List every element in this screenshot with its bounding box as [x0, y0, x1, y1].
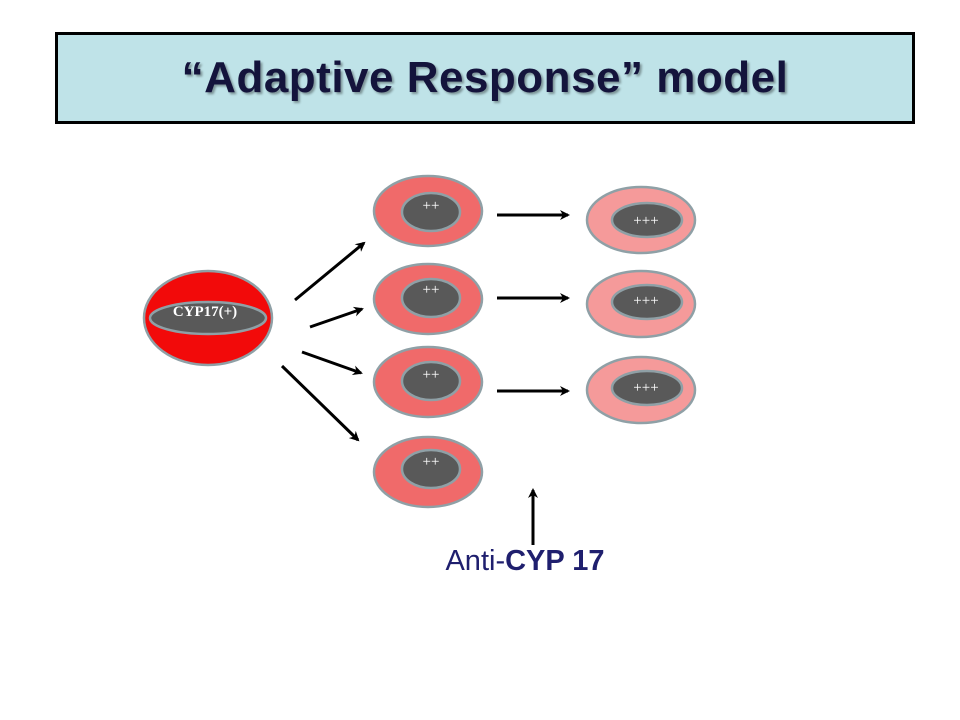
daughter-cell-1: ++	[372, 174, 484, 248]
daughter-cell-label: ++	[423, 198, 440, 214]
parent-cell: CYP17(+)	[142, 269, 274, 367]
branch-arrow-1	[294, 241, 366, 302]
adapted-cell-2: +++	[585, 269, 697, 339]
adapted-cell-3: +++	[585, 355, 697, 425]
adapted-cell-label: +++	[633, 213, 658, 229]
parent-cell-label: CYP17(+)	[173, 304, 237, 320]
adapted-cell-label: +++	[633, 293, 658, 309]
drug-label: Anti-CYP 17	[360, 545, 690, 578]
drug-prefix: Anti-	[445, 545, 506, 577]
daughter-cell-label: ++	[423, 454, 440, 470]
daughter-cell-2: ++	[372, 262, 484, 336]
branch-arrows	[280, 241, 366, 442]
adaptation-arrows	[497, 210, 570, 396]
drug-name: CYP 17	[505, 545, 605, 577]
adapted-cell-1: +++	[585, 185, 697, 255]
slide-title: “Adaptive Response” model	[181, 53, 789, 102]
branch-arrow-3	[301, 350, 363, 376]
daughter-cell-4: ++	[372, 435, 484, 509]
adapted-cell-label: +++	[633, 380, 658, 396]
branch-arrow-2	[309, 306, 364, 329]
daughter-cell-label: ++	[423, 282, 440, 298]
daughter-cell-label: ++	[423, 367, 440, 383]
daughter-cell-3: ++	[372, 345, 484, 419]
branch-arrow-4	[280, 364, 360, 442]
title-box: “Adaptive Response” model	[55, 32, 915, 124]
